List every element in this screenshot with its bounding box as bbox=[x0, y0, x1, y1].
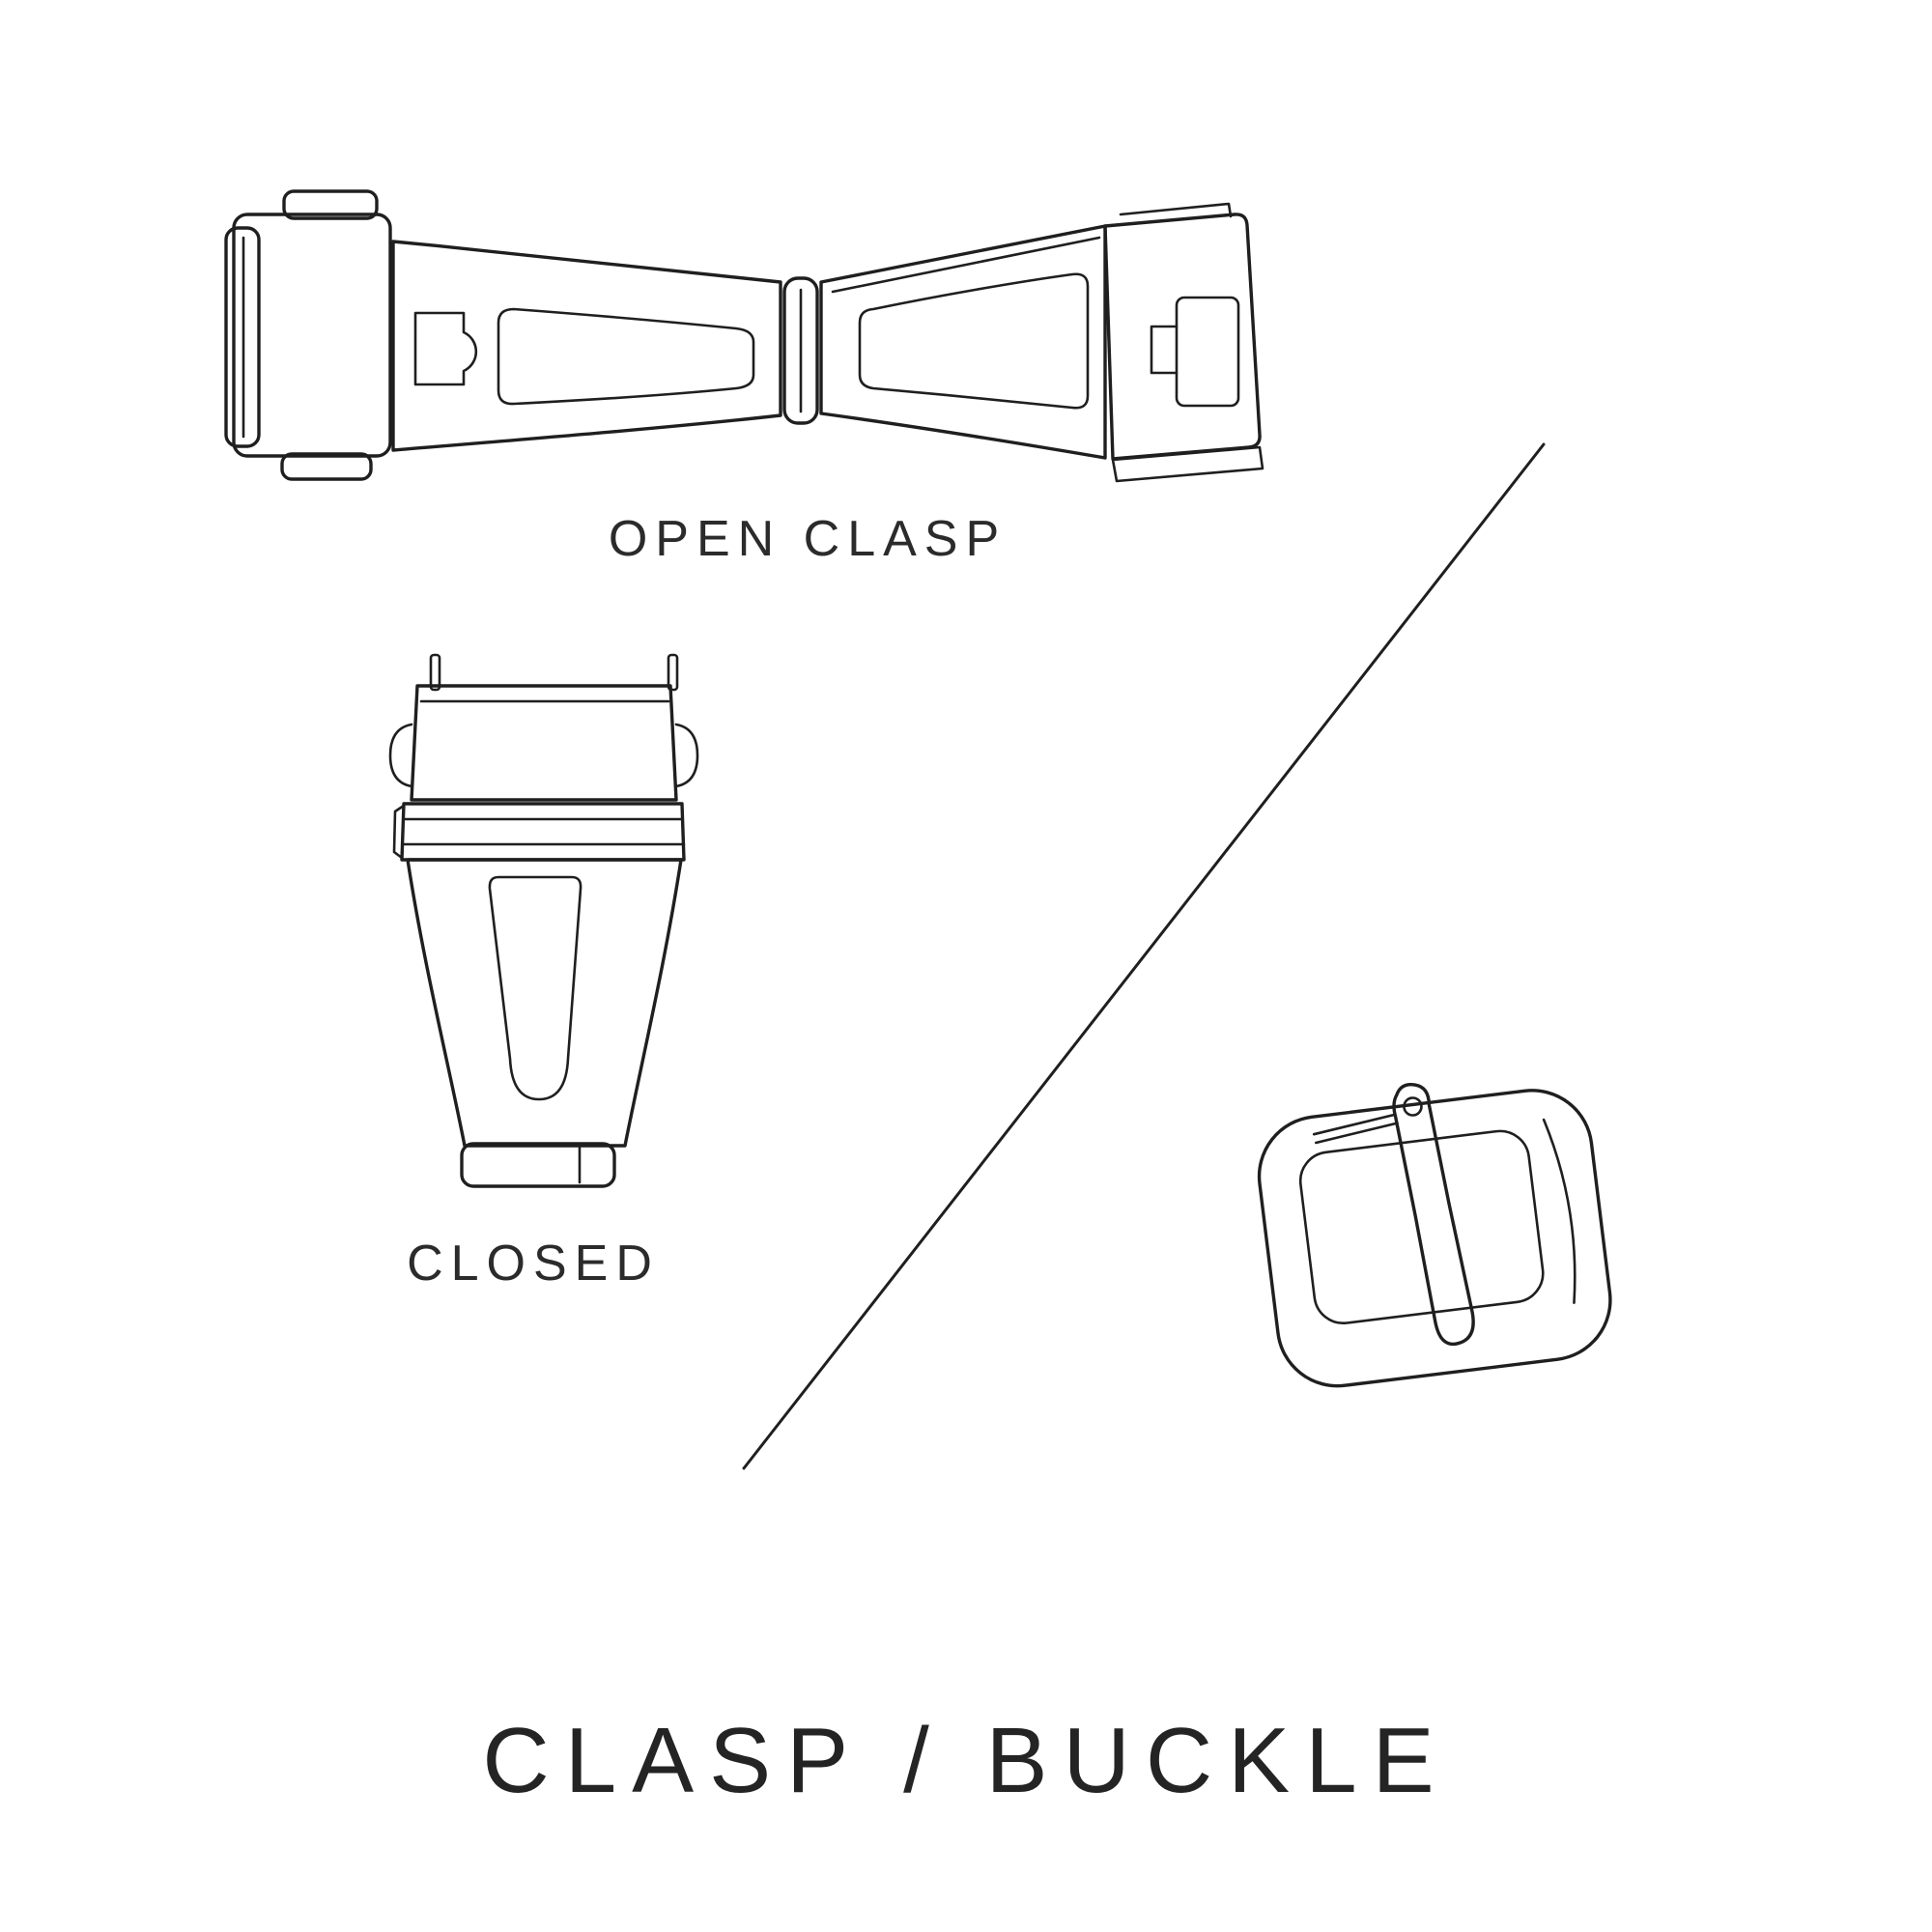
end-link-left bbox=[224, 189, 392, 481]
closed-clasp-band bbox=[392, 802, 686, 862]
closed-clasp-body bbox=[406, 858, 683, 1188]
clasp-arm-right bbox=[819, 224, 1107, 460]
closed-clasp-illustration bbox=[388, 653, 699, 1188]
buckle-frame bbox=[1257, 1083, 1612, 1388]
closed-clasp-label: CLOSED bbox=[407, 1236, 660, 1292]
clasp-hinge bbox=[782, 276, 819, 425]
closed-clasp-cap bbox=[388, 653, 699, 802]
end-link-right bbox=[1103, 202, 1264, 483]
open-clasp-illustration bbox=[224, 189, 1264, 483]
clasp-arm-left bbox=[391, 240, 782, 452]
tang-buckle-illustration bbox=[1257, 1083, 1612, 1388]
page-title: CLASP / BUCKLE bbox=[482, 1709, 1450, 1812]
open-clasp-label: OPEN CLASP bbox=[608, 511, 1008, 567]
